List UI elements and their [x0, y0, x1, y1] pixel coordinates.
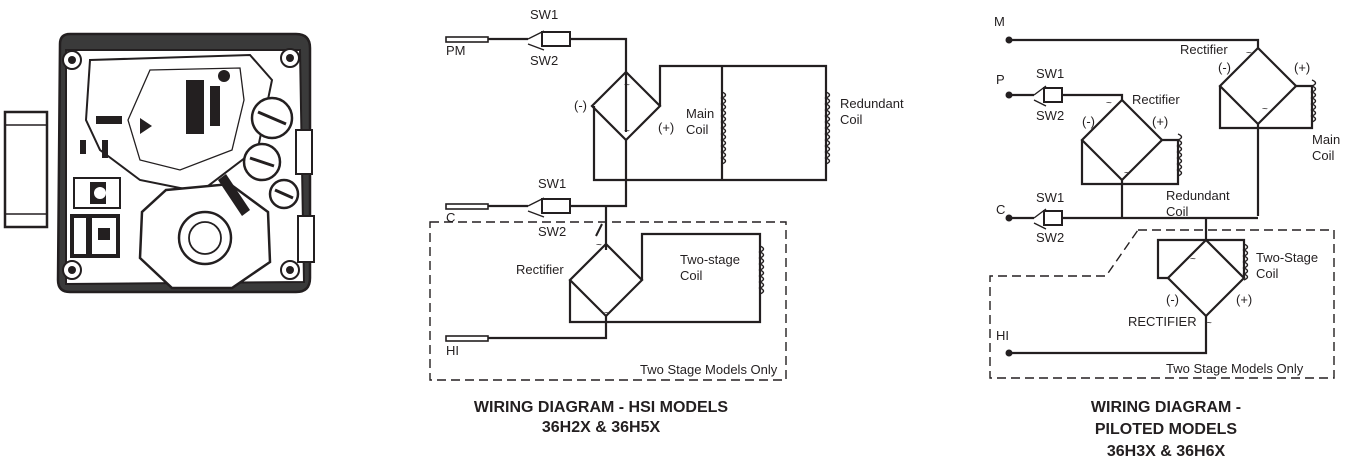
- terminal-m-label: M: [994, 14, 1005, 29]
- hsi-wiring-diagram: PM SW1 SW2 ~ ~ (-) (+) Main Coil Redunda…: [429, 7, 904, 436]
- svg-text:~: ~: [596, 240, 602, 251]
- polarity-neg-main: (-): [574, 98, 587, 113]
- rectifier-redundant-label: Rectifier: [1132, 92, 1180, 107]
- rectifier-two-stage-piloted-label: RECTIFIER: [1128, 314, 1197, 329]
- polarity-neg-two-stage: (-): [1166, 292, 1179, 307]
- two-stage-coil: [758, 245, 765, 295]
- switch-c-piloted: [1043, 210, 1063, 226]
- two-stage-note-piloted: Two Stage Models Only: [1166, 361, 1304, 376]
- rectifier-two-stage-piloted: [1166, 238, 1246, 318]
- rectifier-redundant: [1080, 98, 1164, 182]
- terminal-p-label: P: [996, 72, 1005, 87]
- terminal-c-label: C: [446, 210, 455, 225]
- svg-text:~: ~: [1206, 318, 1212, 329]
- sw1-top-label: SW1: [530, 7, 558, 22]
- sw1-bottom-piloted-label: SW1: [1036, 190, 1064, 205]
- polarity-pos-redundant: (+): [1152, 114, 1168, 129]
- redundant-coil: [824, 91, 831, 165]
- sw2-bottom-label: SW2: [538, 224, 566, 239]
- gas-valve-illustration: [3, 32, 315, 294]
- svg-text:~: ~: [1246, 48, 1252, 59]
- switch-p: [1043, 87, 1063, 103]
- polarity-neg-redundant: (-): [1082, 114, 1095, 129]
- piloted-wiring-diagram: M ~ ~ Rectifier (-) (+) Main Coil P SW1 …: [989, 14, 1340, 460]
- main-coil-piloted-label-1: Main: [1312, 132, 1340, 147]
- sw2-top-piloted-label: SW2: [1036, 108, 1064, 123]
- svg-text:~: ~: [1262, 104, 1268, 115]
- polarity-pos-main-piloted: (+): [1294, 60, 1310, 75]
- sw2-bottom-piloted-label: SW2: [1036, 230, 1064, 245]
- terminal-c-piloted-label: C: [996, 202, 1005, 217]
- rectifier-main-label: Rectifier: [1180, 42, 1228, 57]
- terminal-hi-connector: [445, 335, 489, 342]
- piloted-caption-line2: PILOTED MODELS: [1095, 421, 1238, 438]
- two-stage-coil-label-1: Two-stage: [680, 252, 740, 267]
- svg-text:~: ~: [1124, 168, 1130, 179]
- polarity-pos-main: (+): [658, 120, 674, 135]
- terminal-c-connector: [445, 203, 489, 210]
- piloted-caption-line1: WIRING DIAGRAM -: [1091, 399, 1241, 416]
- polarity-neg-main-piloted: (-): [1218, 60, 1231, 75]
- redundant-coil-label-2: Coil: [840, 112, 863, 127]
- two-stage-note: Two Stage Models Only: [640, 362, 778, 377]
- svg-text:~: ~: [624, 80, 630, 91]
- hsi-caption-line1: WIRING DIAGRAM - HSI MODELS: [474, 399, 729, 416]
- terminal-hi-label: HI: [446, 343, 459, 358]
- redundant-coil-label-1: Redundant: [840, 96, 904, 111]
- two-stage-coil-label-2: Coil: [680, 268, 703, 283]
- redundant-coil-piloted-label-1: Redundant: [1166, 188, 1230, 203]
- two-stage-coil-piloted: [1242, 243, 1249, 281]
- rectifier-two-stage-label: Rectifier: [516, 262, 564, 277]
- switch-sw1-sw2-top: [541, 31, 571, 47]
- main-coil: [720, 91, 727, 165]
- main-coil-piloted: [1310, 79, 1317, 123]
- rectifier-main-piloted: [1218, 46, 1298, 126]
- main-coil-label-2: Coil: [686, 122, 709, 137]
- sw1-top-piloted-label: SW1: [1036, 66, 1064, 81]
- svg-text:~: ~: [624, 126, 630, 137]
- switch-sw1-sw2-bottom: [541, 198, 571, 214]
- terminal-pm-label: PM: [446, 43, 466, 58]
- hsi-caption-line2: 36H2X & 36H5X: [542, 419, 661, 436]
- main-coil-piloted-label-2: Coil: [1312, 148, 1335, 163]
- redundant-coil-piloted: [1176, 133, 1183, 177]
- two-stage-section-box: [429, 221, 787, 381]
- svg-text:~: ~: [1106, 98, 1112, 109]
- two-stage-coil-piloted-label-2: Coil: [1256, 266, 1279, 281]
- terminal-pm-connector: [445, 36, 489, 43]
- polarity-pos-two-stage: (+): [1236, 292, 1252, 307]
- two-stage-section-box-piloted: [989, 229, 1335, 379]
- svg-text:~: ~: [1190, 254, 1196, 265]
- rectifier-two-stage: [568, 242, 644, 318]
- terminal-hi-piloted-label: HI: [996, 328, 1009, 343]
- sw2-top-label: SW2: [530, 53, 558, 68]
- svg-text:~: ~: [604, 308, 610, 319]
- sw1-bottom-label: SW1: [538, 176, 566, 191]
- main-coil-label-1: Main: [686, 106, 714, 121]
- two-stage-coil-piloted-label-1: Two-Stage: [1256, 250, 1318, 265]
- piloted-caption-line3: 36H3X & 36H6X: [1107, 443, 1226, 460]
- redundant-coil-piloted-label-2: Coil: [1166, 204, 1189, 219]
- valve-face-marks: [80, 140, 108, 158]
